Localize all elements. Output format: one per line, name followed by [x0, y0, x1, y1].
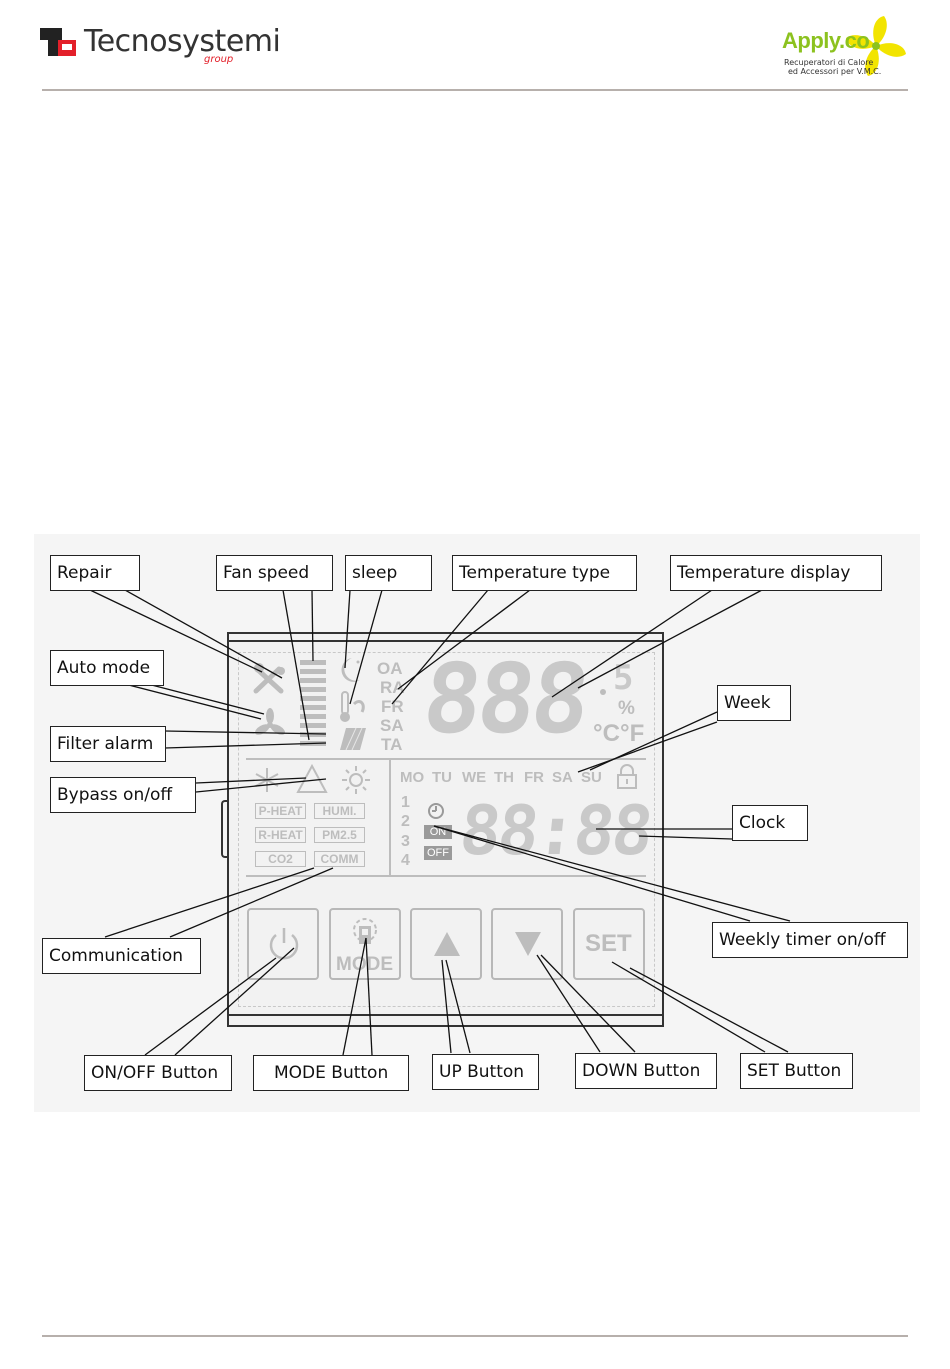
controller-bottom-edge [227, 1014, 664, 1026]
applyco-tagline-1: Recuperatori di Calore [784, 58, 874, 67]
day-su: SU [581, 769, 602, 786]
temp-type-ta: TA [381, 735, 403, 754]
badge-pm25: PM2.5 [314, 827, 365, 843]
temperature-digits: 888 [418, 643, 592, 755]
temp-type-oa: OA [377, 659, 403, 678]
callout-up-button: UP Button [432, 1054, 539, 1090]
timer-number-3: 3 [401, 833, 410, 850]
day-tu: TU [432, 769, 452, 786]
timer-number-1: 1 [401, 794, 410, 811]
callout-temperature-display: Temperature display [670, 555, 882, 591]
timer-number-4: 4 [401, 852, 410, 869]
fan-speed-bar [300, 732, 326, 737]
callout-temperature-type: Temperature type [452, 555, 637, 591]
callout-communication: Communication [42, 938, 201, 974]
temperature-decimal-digit: 5 [613, 658, 634, 698]
sleep-moon-icon [341, 658, 360, 682]
fan-speed-bar [300, 741, 326, 746]
repair-icon [253, 663, 285, 694]
mode-button-label: MODE [336, 954, 393, 975]
fan-speed-bar [300, 705, 326, 710]
callout-auto-mode: Auto mode [50, 650, 164, 686]
temp-type-ra: RA [380, 678, 405, 697]
callout-fan-speed: Fan speed [216, 555, 333, 591]
mode-icon [353, 918, 377, 944]
day-mo: MO [400, 769, 425, 786]
tecnosystemi-group: group [204, 54, 234, 65]
badge-humi: HUMI. [314, 803, 365, 819]
timer-on-indicator: ON [424, 825, 452, 839]
clock-digits: 88:88 [455, 792, 654, 871]
percent-symbol: % [618, 698, 635, 719]
header-divider [42, 89, 908, 91]
mode-button[interactable]: MODE [329, 908, 401, 980]
timer-number-2: 2 [401, 813, 410, 830]
auto-mode-fan-icon [254, 708, 286, 735]
applyco-logo: Apply.co Recuperatori di Calore ed Acces… [778, 12, 913, 82]
badge-r-heat: R-HEAT [255, 827, 306, 843]
lcd-divider-vertical [389, 758, 391, 876]
celsius-symbol: °C [593, 720, 620, 747]
temperature-decimal-point [600, 689, 606, 695]
applyco-wordmark: Apply.co [782, 28, 870, 53]
callout-week: Week [717, 685, 791, 721]
set-button[interactable]: SET [573, 908, 645, 980]
fan-speed-bar [300, 687, 326, 692]
snowflake-icon [255, 768, 279, 792]
callout-bypass: Bypass on/off [50, 777, 196, 813]
pinwheel-icon [846, 16, 906, 76]
lcd-divider-bottom [246, 875, 646, 877]
callout-sleep: sleep [345, 555, 432, 591]
down-button[interactable] [491, 908, 563, 980]
lcd-divider-top [246, 758, 646, 760]
tecnosystemi-mark-icon [40, 28, 76, 56]
fan-speed-bar [300, 714, 326, 719]
sun-icon [342, 766, 370, 794]
callout-on-off-button: ON/OFF Button [84, 1055, 232, 1091]
badge-comm: COMM [314, 851, 365, 867]
callout-clock: Clock [732, 805, 808, 841]
day-sa: SA [552, 769, 573, 786]
footer-divider [42, 1335, 908, 1337]
callout-filter-alarm: Filter alarm [50, 726, 166, 762]
bypass-triangle-icon [296, 764, 328, 793]
callout-set-button: SET Button [740, 1053, 853, 1089]
fahrenheit-symbol: °F [620, 720, 645, 747]
timer-off-indicator: OFF [424, 846, 452, 860]
day-th: TH [494, 769, 514, 786]
fan-speed-bar [300, 669, 326, 674]
callout-weekly-timer: Weekly timer on/off [712, 922, 908, 958]
badge-co2: CO2 [255, 851, 306, 867]
up-arrow-icon [434, 932, 460, 956]
day-fr: FR [524, 769, 544, 786]
tecnosystemi-wordmark: Tecnosystemi [84, 24, 281, 59]
up-button[interactable] [410, 908, 482, 980]
set-button-label: SET [585, 930, 632, 957]
badge-p-heat: P-HEAT [255, 803, 306, 819]
fan-speed-bar [300, 660, 326, 665]
fan-speed-bar [300, 678, 326, 683]
fan-speed-bar [300, 696, 326, 701]
temp-type-fr: FR [381, 697, 404, 716]
lock-icon [617, 764, 637, 789]
power-icon [269, 928, 299, 960]
controller-top-edge [227, 632, 664, 642]
temp-type-sa: SA [380, 716, 404, 735]
thermometer-icon [340, 691, 365, 722]
callout-repair: Repair [50, 555, 140, 591]
applyco-tagline-2: ed Accessori per V.M.C. [788, 67, 882, 76]
filter-icon [340, 728, 366, 750]
down-arrow-icon [515, 932, 541, 956]
on-off-button[interactable] [247, 908, 319, 980]
fan-speed-bar [300, 723, 326, 728]
callout-mode-button: MODE Button [253, 1055, 409, 1091]
day-we: WE [462, 769, 487, 786]
callout-down-button: DOWN Button [575, 1053, 717, 1089]
timer-clock-icon [428, 803, 444, 819]
controller-side-tab [221, 800, 229, 858]
